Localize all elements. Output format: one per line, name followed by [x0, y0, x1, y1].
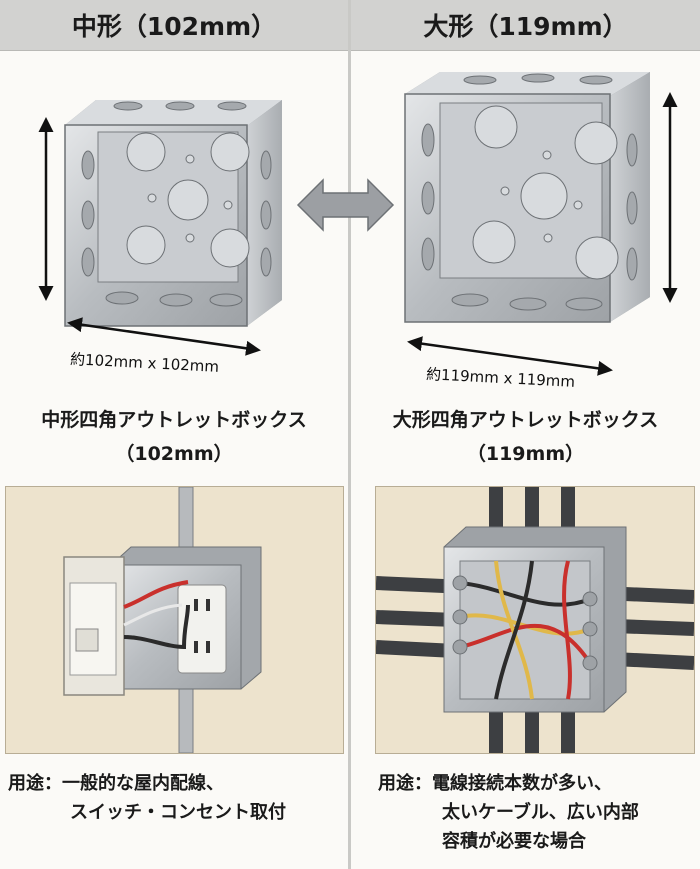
switch-outlet-illustration: [63, 486, 262, 754]
header-medium: 中形（102mm）: [0, 0, 348, 51]
medium-usage-scene: [5, 486, 344, 754]
large-usage-line3: 容積が必要な場合: [442, 831, 586, 852]
box-illustrations: [38, 72, 678, 376]
large-box-title: 大形四角アウトレットボックス （119mm）: [351, 403, 700, 471]
medium-usage-text: 用途：一般的な屋内配線、 スイッチ・コンセント取付: [8, 769, 286, 827]
large-title-line2: （119mm）: [466, 443, 585, 465]
header-large: 大形（119mm）: [351, 0, 700, 51]
large-usage-line2: 太いケーブル、広い内部: [442, 802, 639, 823]
large-width-arrow: [407, 336, 613, 376]
medium-usage-line2: スイッチ・コンセント取付: [70, 802, 286, 823]
medium-usage-line1: 用途：一般的な屋内配線、: [8, 773, 224, 794]
medium-box-icon: [64, 100, 282, 327]
center-divider: [348, 0, 351, 869]
large-usage-scene: [375, 486, 695, 754]
large-box-icon: [404, 72, 650, 323]
medium-width-arrow: [67, 317, 261, 356]
large-usage-line1: 用途：電線接続本数が多い、: [378, 773, 612, 794]
large-usage-text: 用途：電線接続本数が多い、 太いケーブル、広い内部 容積が必要な場合: [378, 769, 639, 856]
medium-box-title: 中形四角アウトレットボックス （102mm）: [0, 403, 348, 471]
large-title-line1: 大形四角アウトレットボックス: [392, 409, 659, 431]
medium-title-line2: （102mm）: [115, 443, 233, 465]
compare-arrow-icon: [296, 178, 395, 232]
medium-title-line1: 中形四角アウトレットボックス: [41, 409, 307, 431]
junction-box-illustration: [375, 487, 695, 753]
